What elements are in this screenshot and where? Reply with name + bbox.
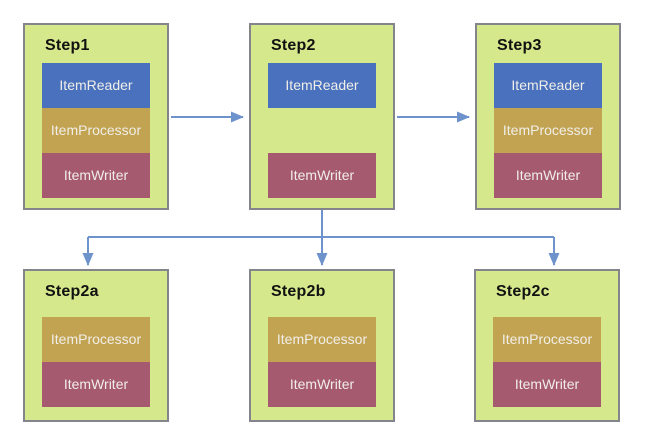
component-itemprocessor: ItemProcessor (494, 108, 602, 153)
step-node-step3: Step3 ItemReader ItemProcessor ItemWrite… (475, 23, 621, 210)
step-node-step2: Step2 ItemReader ItemWriter (249, 23, 395, 210)
step-title: Step2a (45, 283, 99, 300)
component-itemwriter: ItemWriter (42, 362, 150, 407)
component-itemreader: ItemReader (268, 63, 376, 108)
step-node-step1: Step1 ItemReader ItemProcessor ItemWrite… (23, 23, 169, 210)
step-node-step2c: Step2c ItemProcessor ItemWriter (474, 269, 620, 422)
step-node-step2a: Step2a ItemProcessor ItemWriter (23, 269, 169, 422)
step-title: Step2b (271, 283, 326, 300)
step-title: Step2c (496, 283, 550, 300)
component-itemwriter: ItemWriter (268, 362, 376, 407)
step-node-step2b: Step2b ItemProcessor ItemWriter (249, 269, 395, 422)
component-itemprocessor: ItemProcessor (42, 317, 150, 362)
component-itemwriter: ItemWriter (42, 153, 150, 198)
component-itemprocessor: ItemProcessor (42, 108, 150, 153)
component-itemreader: ItemReader (494, 63, 602, 108)
step-title: Step2 (271, 37, 316, 54)
component-itemwriter: ItemWriter (493, 362, 601, 407)
component-itemreader: ItemReader (42, 63, 150, 108)
component-itemprocessor: ItemProcessor (268, 317, 376, 362)
component-itemprocessor: ItemProcessor (493, 317, 601, 362)
step-title: Step1 (45, 37, 90, 54)
component-itemwriter: ItemWriter (268, 153, 376, 198)
step-title: Step3 (497, 37, 542, 54)
component-itemwriter: ItemWriter (494, 153, 602, 198)
